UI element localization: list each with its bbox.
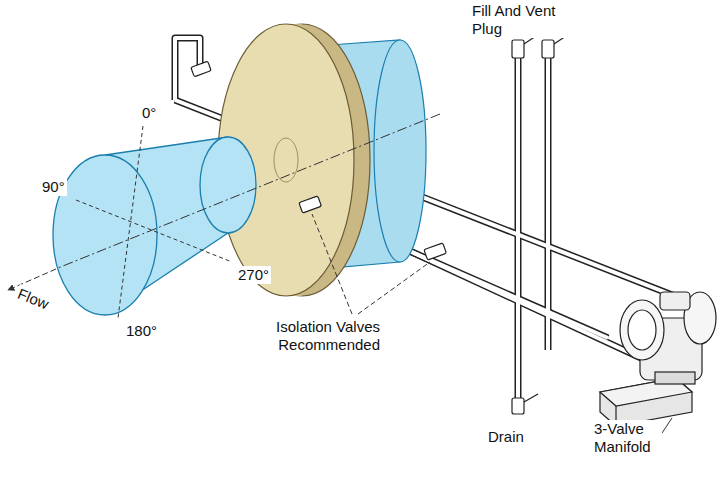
leader-line <box>312 214 430 314</box>
flow-centerline <box>8 114 440 290</box>
transmitter <box>600 292 716 426</box>
label-box: Flow <box>13 284 53 314</box>
label-box: Isolation Valves Recommended <box>262 318 382 354</box>
orientation-axes <box>76 126 232 318</box>
part-label: Drain <box>486 428 526 446</box>
part-label: Flow <box>13 284 53 314</box>
part-label: 90° <box>40 178 67 196</box>
part-label: 0° <box>140 104 158 122</box>
label-box: 3-Valve Manifold <box>592 420 662 456</box>
label-box: 0° <box>140 104 158 122</box>
label-box: Fill And Vent Plug <box>470 2 570 38</box>
label-box: Drain <box>486 428 526 446</box>
label-box: 270° <box>236 266 271 284</box>
part-label: 3-Valve Manifold <box>592 420 662 456</box>
part-label: 180° <box>124 322 159 340</box>
upstream-cone <box>53 137 256 315</box>
label-box: 90° <box>40 178 67 196</box>
part-label: 270° <box>236 266 271 284</box>
part-label: Fill And Vent Plug <box>470 2 570 38</box>
part-label: Isolation Valves Recommended <box>262 318 382 354</box>
label-box: 180° <box>124 322 159 340</box>
valve-symbol <box>191 36 566 414</box>
